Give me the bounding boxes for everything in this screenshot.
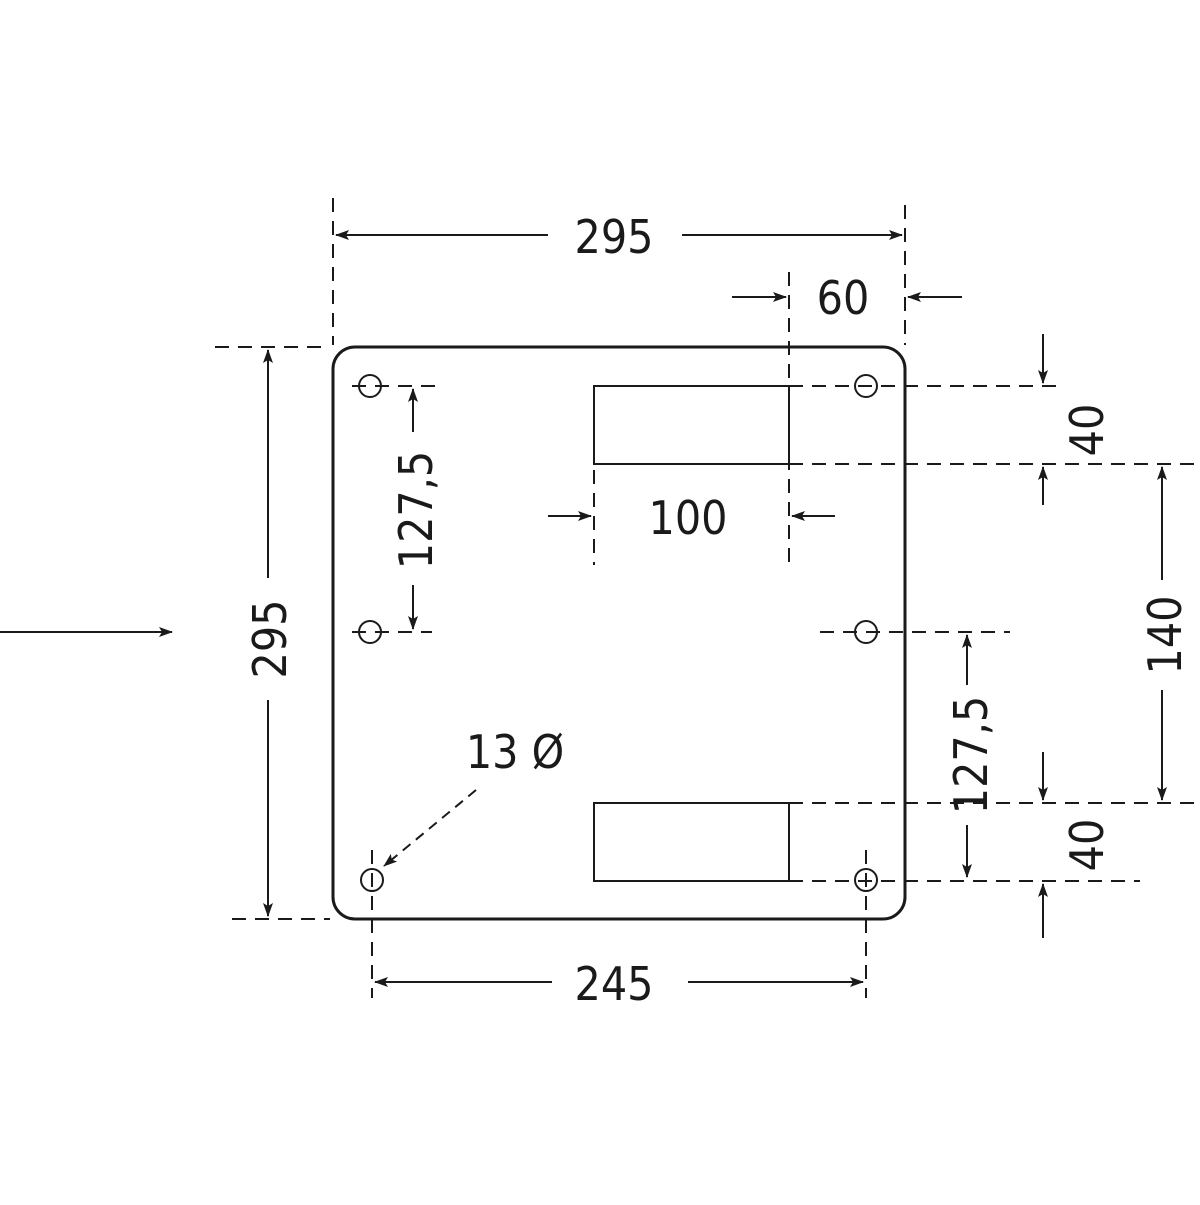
- dim-hole-diameter: 13 Ø: [383, 725, 564, 867]
- extension-lines: [215, 198, 1200, 998]
- dim-slot-width: 100: [548, 491, 835, 545]
- dim-top-width: 295: [335, 210, 903, 264]
- dim-top-width-label: 295: [575, 210, 654, 264]
- dim-top-offset-label: 40: [1060, 404, 1114, 457]
- dim-left-height: 295: [243, 349, 297, 917]
- dim-hole-diameter-label: 13 Ø: [466, 725, 564, 779]
- dim-right-margin-label: 60: [817, 271, 870, 325]
- dim-bottom-width: 245: [374, 957, 864, 1011]
- dim-slot-width-label: 100: [649, 491, 728, 545]
- dim-hole-spacing-right-label: 127,5: [944, 696, 998, 814]
- dim-slot-spacing: 140: [1138, 466, 1192, 801]
- dim-hole-spacing-left: 127,5: [389, 388, 443, 630]
- dim-bottom-offset-label: 40: [1060, 819, 1114, 872]
- dim-bottom-offset: 40: [1038, 752, 1114, 938]
- dim-hole-spacing-left-label: 127,5: [389, 451, 443, 569]
- dim-bottom-width-label: 245: [575, 957, 654, 1011]
- upper-slot: [593, 385, 790, 465]
- dim-top-offset: 40: [1038, 334, 1114, 505]
- dim-left-height-label: 295: [243, 600, 297, 679]
- mounting-plate: [331, 345, 907, 921]
- lower-slot: [593, 802, 790, 882]
- hole-bottom-left: [360, 868, 384, 892]
- hole-bottom-right: [854, 868, 878, 892]
- dim-right-margin: 60: [732, 271, 962, 325]
- hole-top-right: [854, 374, 878, 398]
- dim-slot-spacing-label: 140: [1138, 596, 1192, 675]
- dim-hole-spacing-right: 127,5: [944, 634, 998, 878]
